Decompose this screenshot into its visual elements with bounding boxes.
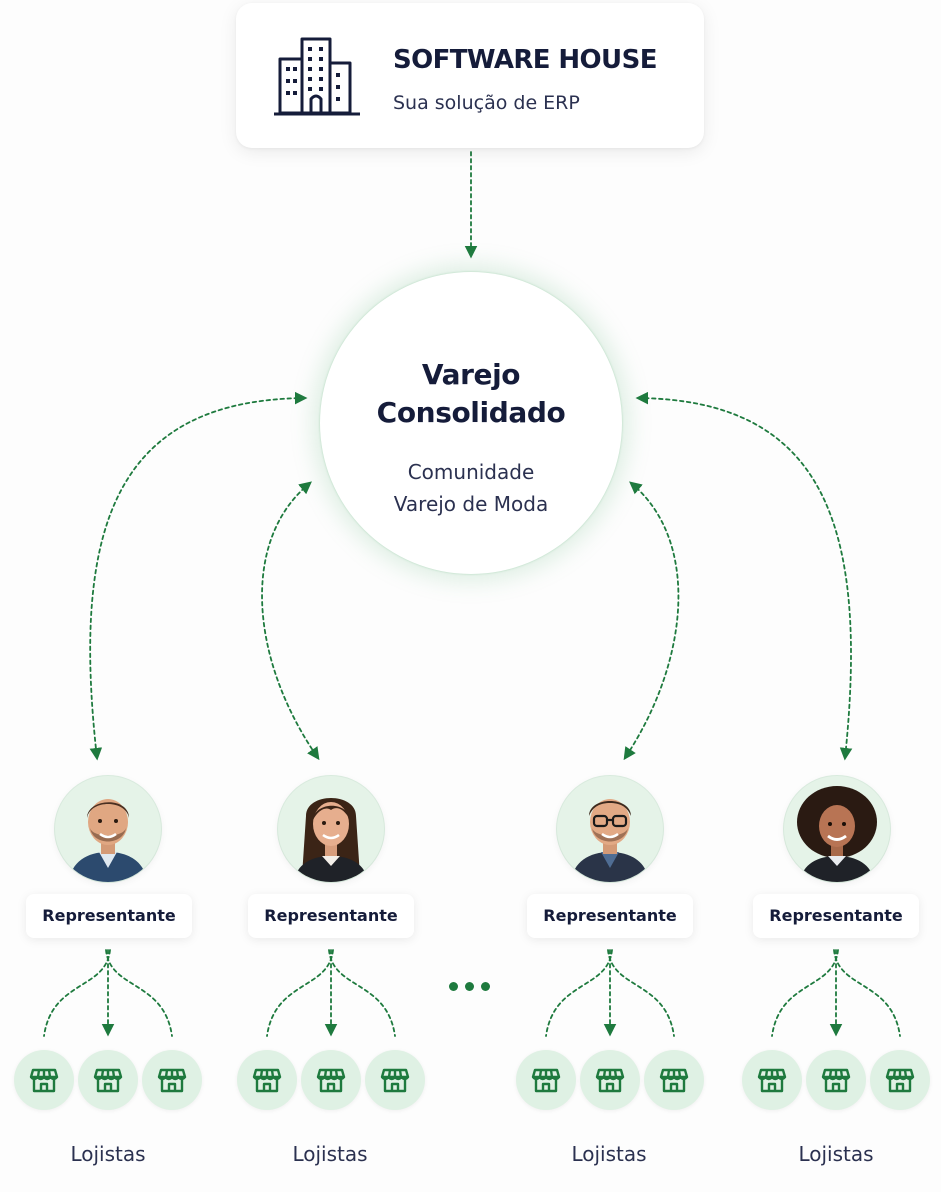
- link-rep-4-store-3: [833, 949, 901, 1037]
- storefront-icon: [142, 1050, 202, 1110]
- storefront-icon: [742, 1050, 802, 1110]
- building-icon: [274, 37, 360, 116]
- storefront-icon: [644, 1050, 704, 1110]
- storefront-icon: [78, 1050, 138, 1110]
- link-rep-4-store-1: [771, 949, 839, 1037]
- hub-subtitle-line-1: Comunidade: [407, 460, 535, 484]
- lojistas-label-3: Lojistas: [571, 1142, 647, 1166]
- link-hub-rep-2: [261, 481, 320, 761]
- lojistas-label-4: Lojistas: [798, 1142, 874, 1166]
- link-rep-1-store-3: [105, 949, 173, 1037]
- representative-avatar-2: [278, 776, 384, 882]
- representative-label-1: Representante: [26, 894, 192, 938]
- hub-circle: Varejo Consolidado Comunidade Varejo de …: [320, 272, 622, 574]
- storefront-icon: [301, 1050, 361, 1110]
- storefront-icon: [580, 1050, 640, 1110]
- link-rep-1-store-1: [43, 949, 111, 1037]
- representative-label-4: Representante: [753, 894, 919, 938]
- representative-avatar-1: [55, 776, 161, 882]
- hub-title-line-1: Varejo: [421, 358, 521, 391]
- hub-title: Varejo Consolidado: [320, 356, 622, 432]
- storefront-icon: [14, 1050, 74, 1110]
- software-house-card: SOFTWARE HOUSE Sua solução de ERP: [236, 3, 704, 148]
- link-rep-3-store-3: [607, 949, 675, 1037]
- more-indicator: [446, 982, 496, 994]
- representative-avatar-3: [557, 776, 663, 882]
- storefront-icon: [870, 1050, 930, 1110]
- header-title: SOFTWARE HOUSE: [393, 45, 657, 75]
- lojistas-label-2: Lojistas: [292, 1142, 368, 1166]
- link-rep-2-store-3: [328, 949, 396, 1037]
- storefront-icon: [806, 1050, 866, 1110]
- representative-avatar-4: [784, 776, 890, 882]
- lojistas-label-1: Lojistas: [70, 1142, 146, 1166]
- header-subtitle: Sua solução de ERP: [393, 92, 580, 114]
- representative-label-2: Representante: [248, 894, 414, 938]
- link-rep-2-store-1: [266, 949, 334, 1037]
- link-rep-3-store-1: [545, 949, 613, 1037]
- representative-label-3: Representante: [527, 894, 693, 938]
- hub-subtitle-line-2: Varejo de Moda: [393, 492, 549, 516]
- storefront-icon: [516, 1050, 576, 1110]
- hub-subtitle: Comunidade Varejo de Moda: [320, 456, 622, 520]
- storefront-icon: [365, 1050, 425, 1110]
- hub-title-line-2: Consolidado: [376, 396, 566, 429]
- storefront-icon: [237, 1050, 297, 1110]
- link-hub-rep-3: [623, 481, 680, 761]
- link-hub-rep-1: [89, 391, 308, 761]
- link-hub-rep-4: [635, 391, 853, 761]
